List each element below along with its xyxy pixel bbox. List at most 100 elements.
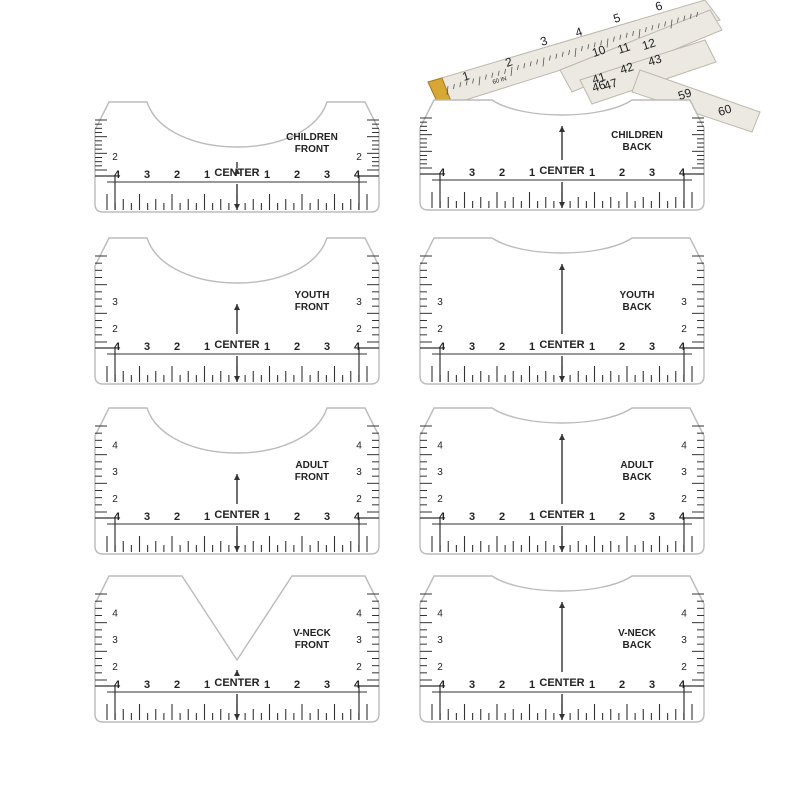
scale-number: 2: [294, 169, 300, 181]
arrow-head: [234, 474, 240, 480]
side-number: 4: [681, 608, 687, 619]
corner-mark: [358, 347, 379, 382]
tape-tick: [465, 80, 468, 86]
corner-mark: [95, 175, 116, 210]
scale-number: 4: [679, 511, 686, 523]
tape-tick: [645, 27, 647, 33]
tape-tick: [638, 28, 641, 39]
side-number: 2: [356, 662, 362, 673]
side-number: 3: [356, 635, 362, 646]
tape-tick: [625, 32, 628, 38]
tape-tick: [677, 17, 679, 23]
scale-number: 2: [294, 679, 300, 691]
scale-number: 1: [264, 341, 270, 353]
side-number: 3: [681, 467, 687, 478]
tape-number: 47: [602, 75, 619, 93]
ruler-title-line2: FRONT: [295, 144, 329, 155]
scale-number: 3: [324, 679, 330, 691]
side-number: 2: [681, 662, 687, 673]
scale-number: 3: [144, 169, 150, 181]
tape-tick: [606, 38, 609, 48]
scale-number: 4: [679, 167, 686, 179]
scale-number: 2: [294, 341, 300, 353]
scale-number: 1: [204, 341, 210, 353]
scale-number: 3: [324, 511, 330, 523]
side-number: 2: [437, 662, 443, 673]
scale-number: 2: [619, 679, 625, 691]
tape-tick: [478, 76, 481, 86]
arrow-head: [559, 376, 565, 382]
corner-mark: [358, 517, 379, 552]
tape-tick: [574, 47, 577, 58]
tape-tick: [568, 49, 570, 55]
tape-tick: [536, 59, 538, 65]
side-number: 3: [437, 297, 443, 308]
side-number: 4: [356, 440, 362, 451]
scale-number: 2: [619, 167, 625, 179]
side-number: 2: [356, 494, 362, 505]
side-number: 2: [112, 662, 118, 673]
ruler-title-line1: CHILDREN: [611, 130, 663, 141]
tape-tick: [581, 46, 583, 52]
tape-number: 11: [616, 40, 632, 57]
scale-number: 3: [144, 341, 150, 353]
side-number: 3: [681, 635, 687, 646]
scale-number: 2: [174, 169, 180, 181]
tape-tick: [453, 84, 455, 90]
scale-number: 4: [354, 341, 361, 353]
scale-number: 3: [469, 341, 475, 353]
tape-tick: [504, 68, 506, 74]
scale-number: 1: [529, 679, 535, 691]
tape-number: 42: [618, 59, 635, 77]
scale-number: 3: [144, 679, 150, 691]
tape-tick: [651, 25, 654, 31]
arrow-head: [234, 168, 240, 174]
side-number: 3: [437, 467, 443, 478]
tape-tick: [549, 55, 551, 61]
ruler-outline: [94, 575, 380, 723]
arrow-head: [559, 714, 565, 720]
side-number: 3: [112, 297, 118, 308]
tape-tick: [485, 74, 487, 80]
side-number: 4: [681, 440, 687, 451]
arrow-head: [559, 202, 565, 208]
side-number: 2: [681, 494, 687, 505]
scale-number: 2: [294, 511, 300, 523]
center-label: CENTER: [214, 677, 259, 689]
arrow-head: [559, 434, 565, 440]
side-number: 3: [112, 635, 118, 646]
scale-number: 1: [204, 679, 210, 691]
tape-strip: [559, 9, 723, 93]
scale-number: 4: [114, 341, 121, 353]
tape-tick: [593, 42, 596, 48]
scale-number: 4: [114, 679, 121, 691]
center-label: CENTER: [214, 509, 259, 521]
center-label: CENTER: [539, 165, 584, 177]
ruler-children-front: 2243211234CENTERCHILDRENFRONT: [94, 101, 380, 213]
tape-strip: [579, 39, 717, 105]
ruler-title-line2: FRONT: [295, 302, 329, 313]
side-number: 2: [112, 324, 118, 335]
tape-tick: [587, 44, 590, 50]
tape-number: 60: [716, 101, 733, 119]
scale-number: 3: [469, 167, 475, 179]
arrow-head: [234, 304, 240, 310]
side-number: 3: [356, 297, 362, 308]
scale-number: 1: [204, 169, 210, 181]
ruler-title-line2: FRONT: [295, 472, 329, 483]
tape-tick: [510, 66, 513, 77]
side-number: 4: [356, 608, 362, 619]
side-number: 2: [437, 324, 443, 335]
tape-tick: [657, 23, 660, 29]
tape-tick: [491, 72, 494, 78]
scale-number: 4: [114, 169, 121, 181]
tape-tick: [664, 21, 666, 27]
scale-number: 4: [354, 511, 361, 523]
side-number: 4: [437, 608, 443, 619]
arrow-head: [559, 126, 565, 132]
